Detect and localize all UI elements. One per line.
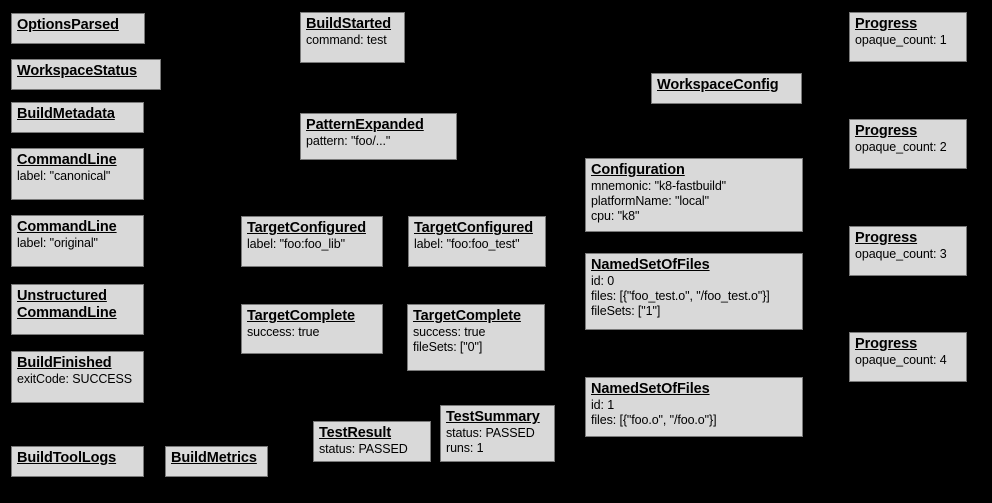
event-node-field: label: "foo:foo_lib": [247, 237, 345, 251]
event-node-title: OptionsParsed: [17, 17, 119, 33]
event-node-title: TestSummary: [446, 409, 540, 425]
event-node-field: files: [{"foo_test.o", "/foo_test.o"}]: [591, 289, 770, 303]
event-node-field: status: PASSED: [319, 442, 408, 456]
event-node-field: pattern: "foo/...": [306, 134, 391, 148]
event-node-title: TargetComplete: [413, 308, 521, 324]
event-node-field: runs: 1: [446, 441, 484, 455]
event-node-field: mnemonic: "k8-fastbuild": [591, 179, 727, 193]
event-node-field: platformName: "local": [591, 194, 709, 208]
event-node-title: BuildStarted: [306, 16, 392, 32]
event-node-field: exitCode: SUCCESS: [17, 372, 133, 386]
event-node-fields: label: "foo:foo_test": [414, 237, 540, 252]
event-node-title: PatternExpanded: [306, 117, 424, 133]
event-node-field: label: "canonical": [17, 169, 111, 183]
event-node-title: TargetComplete: [247, 308, 355, 324]
event-node-field: status: PASSED: [446, 426, 535, 440]
event-node-field: opaque_count: 2: [855, 140, 947, 154]
event-node-unstructured-command-line[interactable]: Unstructured CommandLine: [11, 284, 144, 335]
event-node-title: Configuration: [591, 162, 685, 178]
event-node-fields: opaque_count: 2: [855, 140, 961, 155]
event-node-title: CommandLine: [17, 219, 117, 235]
event-node-fields: opaque_count: 1: [855, 33, 961, 48]
event-node-build-tool-logs[interactable]: BuildToolLogs: [11, 446, 144, 477]
event-node-workspace-status[interactable]: WorkspaceStatus: [11, 59, 161, 90]
event-node-title: NamedSetOfFiles: [591, 257, 710, 273]
event-node-field: opaque_count: 3: [855, 247, 947, 261]
event-node-fields: label: "original": [17, 236, 138, 251]
event-node-title: CommandLine: [17, 152, 117, 168]
event-node-field: label: "original": [17, 236, 98, 250]
event-node-field: label: "foo:foo_test": [414, 237, 520, 251]
event-node-fields: opaque_count: 3: [855, 247, 961, 262]
event-node-title: Unstructured CommandLine: [17, 288, 117, 321]
event-node-field: command: test: [306, 33, 387, 47]
event-node-title: BuildToolLogs: [17, 450, 117, 466]
event-node-fields: status: PASSED: [319, 442, 425, 457]
event-node-field: fileSets: ["1"]: [591, 304, 661, 318]
event-node-options-parsed[interactable]: OptionsParsed: [11, 13, 145, 44]
event-node-title: NamedSetOfFiles: [591, 381, 710, 397]
event-node-title: Progress: [855, 230, 918, 246]
event-node-field: opaque_count: 1: [855, 33, 947, 47]
event-node-title: TestResult: [319, 425, 392, 441]
event-node-title: Progress: [855, 123, 918, 139]
event-node-workspace-config[interactable]: WorkspaceConfig: [651, 73, 802, 104]
event-node-field: id: 1: [591, 398, 615, 412]
event-node-title: WorkspaceConfig: [657, 77, 779, 93]
event-node-title: Progress: [855, 16, 918, 32]
event-node-field: success: true: [247, 325, 320, 339]
event-node-build-metrics[interactable]: BuildMetrics: [165, 446, 268, 477]
event-node-title: BuildMetrics: [171, 450, 257, 466]
event-node-fields: exitCode: SUCCESS: [17, 372, 138, 387]
event-node-fields: label: "foo:foo_lib": [247, 237, 377, 252]
event-node-title: TargetConfigured: [414, 220, 533, 236]
event-node-field: cpu: "k8": [591, 209, 640, 223]
event-node-fields: opaque_count: 4: [855, 353, 961, 368]
event-node-title: BuildFinished: [17, 355, 112, 371]
event-node-fields: success: true: [247, 325, 377, 340]
event-node-field: success: true: [413, 325, 486, 339]
event-node-title: TargetConfigured: [247, 220, 366, 236]
event-node-fields: pattern: "foo/...": [306, 134, 451, 149]
event-node-fields: mnemonic: "k8-fastbuild"platformName: "l…: [591, 179, 797, 224]
event-node-field: fileSets: ["0"]: [413, 340, 483, 354]
event-node-field: id: 0: [591, 274, 615, 288]
event-node-title: BuildMetadata: [17, 106, 115, 122]
event-node-fields: command: test: [306, 33, 399, 48]
event-node-field: opaque_count: 4: [855, 353, 947, 367]
event-node-build-metadata[interactable]: BuildMetadata: [11, 102, 144, 133]
event-node-title: Progress: [855, 336, 918, 352]
event-node-field: files: [{"foo.o", "/foo.o"}]: [591, 413, 717, 427]
event-node-fields: label: "canonical": [17, 169, 138, 184]
event-node-title: WorkspaceStatus: [17, 63, 137, 79]
